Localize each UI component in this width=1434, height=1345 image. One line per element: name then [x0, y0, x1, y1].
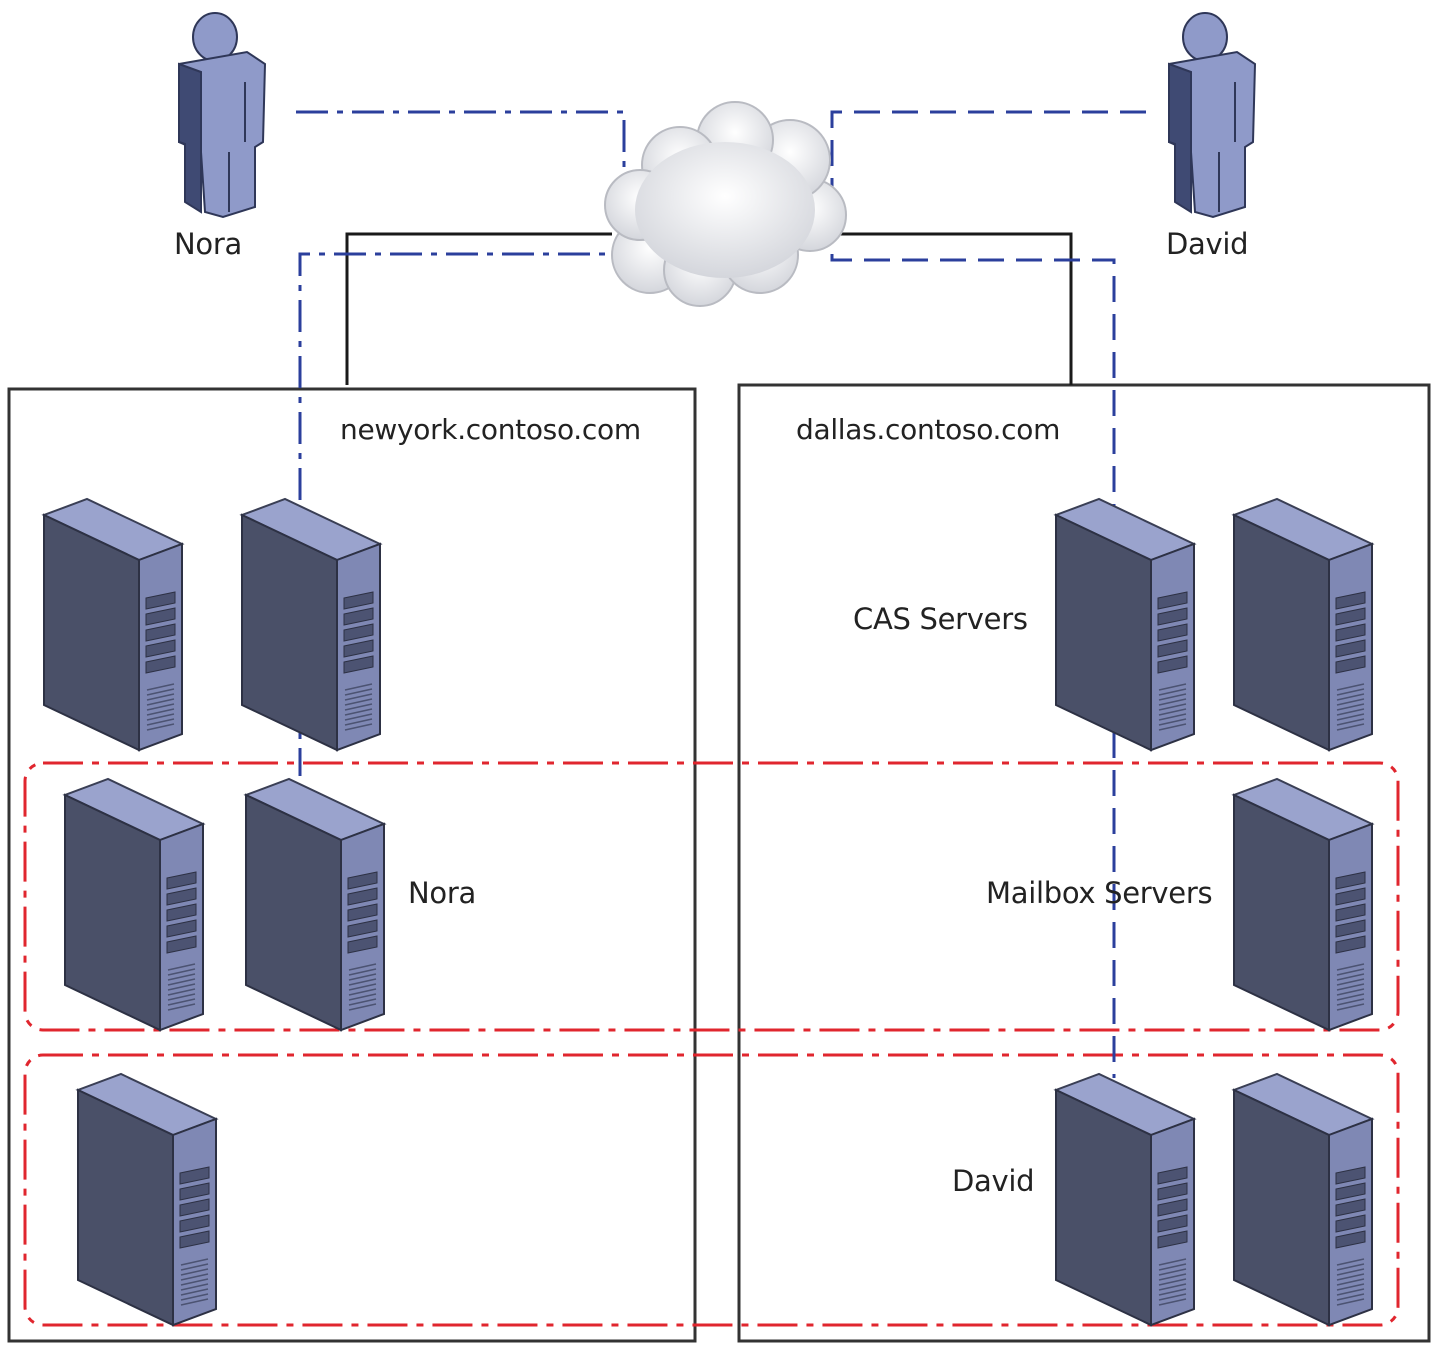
user-label-nora: Nora — [174, 227, 242, 261]
server-icon-dallas-cas-1 — [1053, 497, 1197, 752]
server-icon-ny-cas-2 — [239, 497, 383, 752]
server-icon-ny-mailbox-1 — [62, 777, 206, 1032]
cas-servers-label: CAS Servers — [853, 602, 1028, 636]
site-box-dallas — [737, 383, 1431, 1343]
wan-link-newyork — [345, 232, 612, 385]
cloud-icon — [604, 101, 847, 307]
server-icon-ny-cas-1 — [41, 497, 185, 752]
site-label-newyork: newyork.contoso.com — [340, 413, 641, 446]
site-label-dallas: dallas.contoso.com — [796, 413, 1061, 446]
wan-link-dallas — [820, 232, 1073, 385]
david-access-path — [830, 110, 1146, 1078]
server-icon-ny-mailbox-2 — [243, 777, 387, 1032]
user-label-david: David — [1166, 227, 1249, 261]
person-icon-david — [1168, 12, 1257, 219]
dag-boundary-lower — [23, 1053, 1400, 1327]
person-icon-nora — [178, 12, 267, 219]
dag-boundary-upper — [23, 761, 1400, 1032]
server-icon-ny-mailbox-3 — [75, 1072, 219, 1327]
server-icon-dallas-mailbox-3 — [1231, 1072, 1375, 1327]
server-icon-dallas-cas-2 — [1231, 497, 1375, 752]
server-icon-dallas-mailbox-1 — [1231, 777, 1375, 1032]
mailbox-database-label-david: David — [952, 1164, 1035, 1198]
mailbox-servers-label: Mailbox Servers — [986, 876, 1213, 910]
mailbox-database-label-nora: Nora — [408, 876, 476, 910]
server-icon-dallas-mailbox-2 — [1053, 1072, 1197, 1327]
site-box-newyork — [7, 387, 697, 1343]
